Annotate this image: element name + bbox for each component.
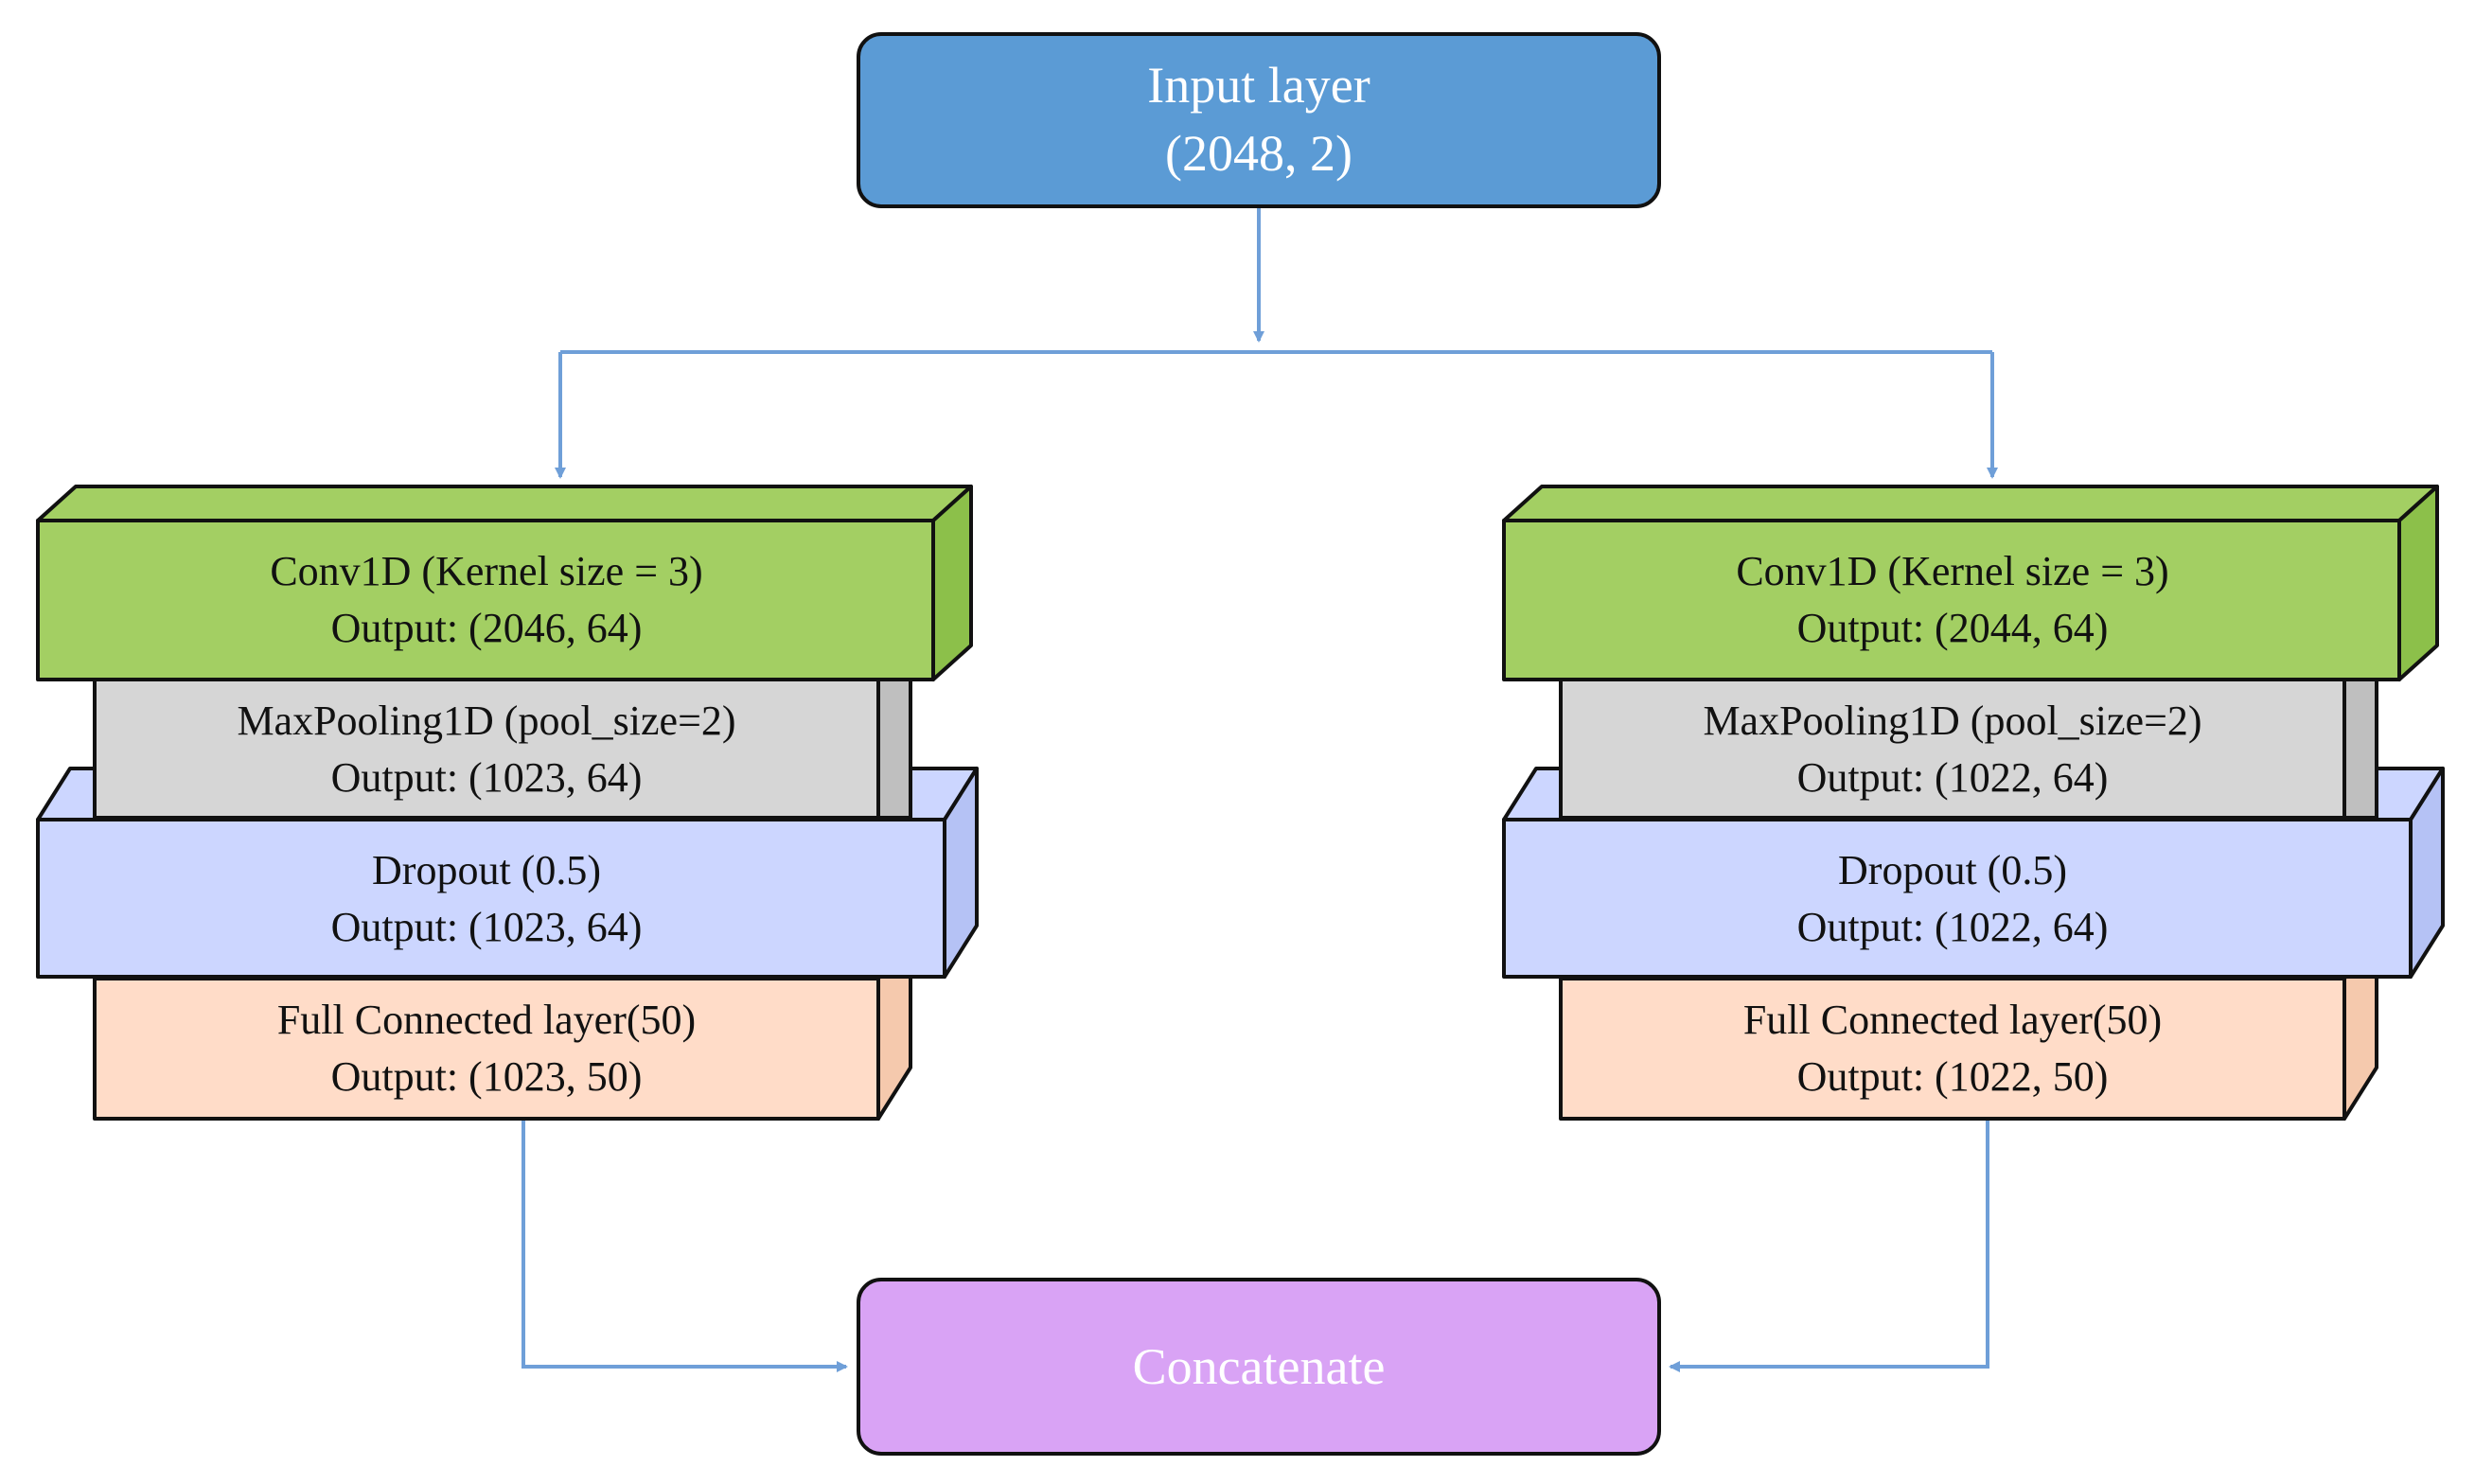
dropout-layer-front [1502,818,2413,979]
input-layer-node: Input layer (2048, 2) [857,32,1661,208]
conv1d-layer-output: Output: (2044, 64) [1797,605,2109,651]
conv1d-layer-front [1502,519,2401,681]
maxpool-layer-side [2342,678,2378,820]
dropout-layer-title: Dropout (0.5) [1838,847,2067,893]
concatenate-title: Concatenate [1133,1338,1386,1395]
conv1d-layer-block: Conv1D (Kernel size = 3) Output: (2046, … [36,485,973,681]
dropout-layer-output: Output: (1022, 64) [1797,904,2109,950]
edges [522,208,1998,1372]
dense-layer-block: Full Connected layer(50) Output: (1023, … [93,926,912,1121]
dense-layer-output: Output: (1023, 50) [331,1053,643,1100]
input-layer-title: Input layer [1147,57,1370,114]
maxpool-layer-output: Output: (1022, 64) [1797,754,2109,801]
maxpool-layer-title: MaxPooling1D (pool_size=2) [237,698,735,744]
dense-layer-block: Full Connected layer(50) Output: (1022, … [1559,926,2378,1121]
concatenate-node: Concatenate [857,1278,1661,1456]
dropout-layer-output: Output: (1023, 64) [331,904,643,950]
maxpool-layer-front [93,678,880,820]
dropout-layer-title: Dropout (0.5) [372,847,601,893]
conv1d-layer-block: Conv1D (Kernel size = 3) Output: (2044, … [1502,485,2439,681]
conv1d-layer-title: Conv1D (Kernel size = 3) [1736,548,2168,594]
edge-left-branch-to-concatenate [522,1119,848,1372]
conv1d-layer-side [931,485,973,681]
maxpool-layer-block: MaxPooling1D (pool_size=2) Output: (1022… [1559,678,2378,820]
dense-layer-title: Full Connected layer(50) [1743,997,2162,1043]
dense-layer-front [1559,977,2346,1121]
maxpool-layer-title: MaxPooling1D (pool_size=2) [1703,698,2201,744]
dense-layer-front [93,977,880,1121]
conv1d-layer-front [36,519,935,681]
dropout-layer-front [36,818,946,979]
input-layer-box [857,32,1661,208]
conv1d-layer-top [36,485,973,522]
maxpool-layer-output: Output: (1023, 64) [331,754,643,801]
conv1d-layer-output: Output: (2046, 64) [331,605,643,651]
conv1d-layer-top [1502,485,2439,522]
branch-left: Full Connected layer(50) Output: (1023, … [36,485,979,1121]
concatenate-box [857,1278,1661,1456]
maxpool-layer-block: MaxPooling1D (pool_size=2) Output: (1023… [93,678,912,820]
edge-right-branch-to-concatenate [1669,1119,1989,1372]
conv1d-layer-title: Conv1D (Kernel size = 3) [270,548,702,594]
conv1d-layer-side [2397,485,2439,681]
maxpool-layer-side [876,678,912,820]
branch-right: Full Connected layer(50) Output: (1022, … [1502,485,2445,1121]
input-layer-shape: (2048, 2) [1165,125,1352,182]
dense-layer-title: Full Connected layer(50) [277,997,696,1043]
dense-layer-output: Output: (1022, 50) [1797,1053,2109,1100]
